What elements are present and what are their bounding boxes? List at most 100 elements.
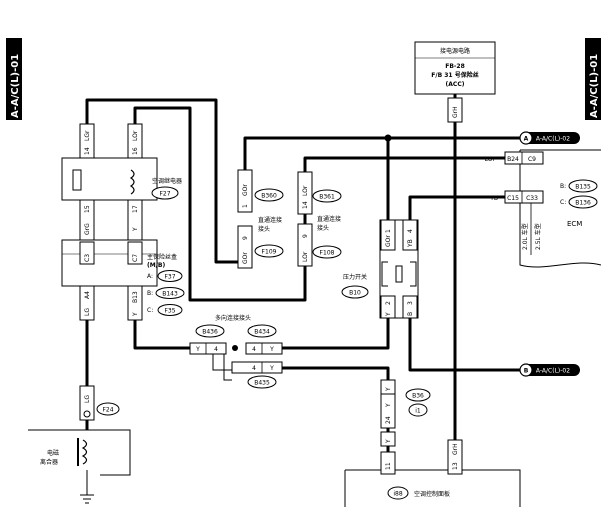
relay-switch-symbol bbox=[72, 169, 82, 191]
b36-connector bbox=[380, 393, 396, 429]
fuse-a4-box bbox=[79, 285, 95, 321]
b436-pin: 4 bbox=[214, 346, 218, 353]
b434-connector bbox=[245, 342, 283, 355]
power-wire-grh: GrH bbox=[452, 106, 459, 118]
wire-a-connector bbox=[243, 136, 520, 180]
multi-link-2 bbox=[223, 348, 232, 381]
fuse-c3-box bbox=[79, 241, 95, 265]
right-side-tab bbox=[585, 38, 601, 120]
relay-ref-badge bbox=[151, 186, 179, 200]
ground-symbol bbox=[80, 470, 94, 504]
ecm-ref-b-label: B: bbox=[560, 183, 566, 190]
b36-upper-pin: Y bbox=[385, 403, 392, 408]
f108-badge bbox=[312, 245, 342, 259]
b435-wire: Y bbox=[269, 365, 274, 372]
b360-ref: B360 bbox=[261, 193, 277, 200]
mb-ref-b: B143 bbox=[162, 291, 178, 298]
b434-ref: B434 bbox=[254, 329, 270, 336]
ps-pin-1: 1 bbox=[385, 229, 392, 233]
b10-badge bbox=[341, 285, 369, 299]
f24-pin-circle bbox=[83, 410, 91, 418]
i1-badge bbox=[408, 403, 428, 417]
ps-wire-y: Y bbox=[385, 312, 392, 317]
f109-badge bbox=[254, 244, 284, 258]
fuse-b13-box bbox=[127, 285, 143, 321]
ref-a-letter: A bbox=[524, 136, 529, 143]
ps-pin-2-box bbox=[380, 295, 396, 319]
power-source-box bbox=[414, 41, 496, 95]
joint-b361-wire: LOr bbox=[302, 185, 309, 196]
panel-wire-grh: GrH bbox=[452, 443, 459, 455]
ecm-c15-c33 bbox=[504, 190, 544, 204]
fuse-wire-y: Y bbox=[132, 312, 139, 317]
mb-ref-c-badge bbox=[157, 304, 183, 316]
fuse-box-name: 主保险丝盒 bbox=[147, 253, 177, 261]
ps-pin-3: 3 bbox=[407, 301, 414, 305]
ecm-pin-c9: C9 bbox=[528, 156, 536, 163]
ecm-engine-25: 2.5L 车型 bbox=[534, 223, 542, 250]
ref-b-text: A-A/C(L)-02 bbox=[536, 368, 570, 375]
fuse-wire-lg: LG bbox=[84, 308, 91, 316]
wire-lor-ecm bbox=[303, 156, 505, 180]
ecm-ref-c: B136 bbox=[575, 200, 591, 207]
panel-y-box bbox=[380, 431, 396, 447]
splice-dot-multi bbox=[232, 345, 238, 351]
ps-pin-4: 4 bbox=[407, 229, 414, 233]
ecm-b24-c9 bbox=[504, 151, 544, 165]
fuse-a4: A4 bbox=[84, 291, 91, 299]
mb-ref-c: F35 bbox=[164, 308, 175, 315]
ps-pin-4-box bbox=[402, 219, 418, 251]
ecm-ref-b-badge bbox=[568, 179, 598, 193]
relay-pin-14: 14 bbox=[84, 147, 91, 155]
power-acc: (ACC) bbox=[446, 81, 465, 88]
control-panel-name: 空调控制面板 bbox=[414, 490, 450, 498]
joint-b360-upper bbox=[237, 169, 253, 213]
power-fuse-box: FB-28 bbox=[445, 63, 465, 70]
fuse-box-refs: A: F37 B: B143 C: F35 bbox=[147, 270, 185, 316]
ecm-wire-yb: YB bbox=[489, 195, 498, 202]
ecm-outline bbox=[519, 149, 601, 268]
f109-ref: F109 bbox=[262, 249, 277, 256]
wire-y-panel bbox=[265, 366, 390, 470]
joint-b360-pin: 1 bbox=[242, 204, 249, 208]
pressure-switch-name: 压力开关 bbox=[343, 273, 367, 281]
ref-b-pill bbox=[520, 364, 580, 376]
f24-ref: F24 bbox=[102, 407, 113, 414]
b36-pin: 24 bbox=[385, 416, 392, 424]
fuse-box-sub: (M/B) bbox=[147, 262, 165, 269]
f108-ref: F108 bbox=[320, 250, 335, 257]
panel-pin-13: 13 bbox=[452, 462, 459, 470]
joint-f108-pin: 9 bbox=[302, 234, 309, 238]
ps-pin-1-box bbox=[380, 219, 396, 251]
clutch-label1: 电磁 bbox=[47, 449, 59, 457]
relay-ref: F27 bbox=[159, 191, 170, 198]
ecm-wire-lor: LOr bbox=[485, 156, 496, 163]
wire-y-pressure-2 bbox=[265, 318, 390, 350]
right-side-label: A-A/C(L)-01 bbox=[589, 54, 600, 118]
mb-ref-b-label: B: bbox=[147, 290, 153, 297]
relay-wire-grg: GrG bbox=[84, 223, 91, 235]
joint-f108-wire: LOr bbox=[302, 251, 309, 262]
multi-link-1 bbox=[212, 348, 232, 371]
ref-a-pill bbox=[520, 132, 580, 144]
b361-ref: B361 bbox=[319, 194, 335, 201]
i88-badge bbox=[387, 486, 409, 500]
mb-ref-a-label: A: bbox=[147, 273, 153, 280]
joint-f109-wire: GOr bbox=[242, 252, 249, 264]
power-grh-box bbox=[447, 97, 463, 123]
control-panel-outline bbox=[344, 469, 521, 507]
direct2-label2: 接头 bbox=[317, 224, 329, 232]
b435-badge bbox=[247, 375, 277, 389]
b436-ref: B436 bbox=[202, 329, 218, 336]
ecm-ref-c-label: C: bbox=[560, 199, 566, 206]
b434-wire: Y bbox=[269, 346, 274, 353]
splice-dot-a bbox=[384, 134, 392, 142]
ps-pin-2: 2 bbox=[385, 301, 392, 305]
joint-f109-pin: 9 bbox=[242, 236, 249, 240]
direct1-label1: 直通连接 bbox=[258, 216, 282, 224]
panel-y-wire: Y bbox=[385, 439, 392, 444]
direct1-label2: 接头 bbox=[258, 225, 270, 233]
relay-pin-15: 15 bbox=[84, 205, 91, 213]
